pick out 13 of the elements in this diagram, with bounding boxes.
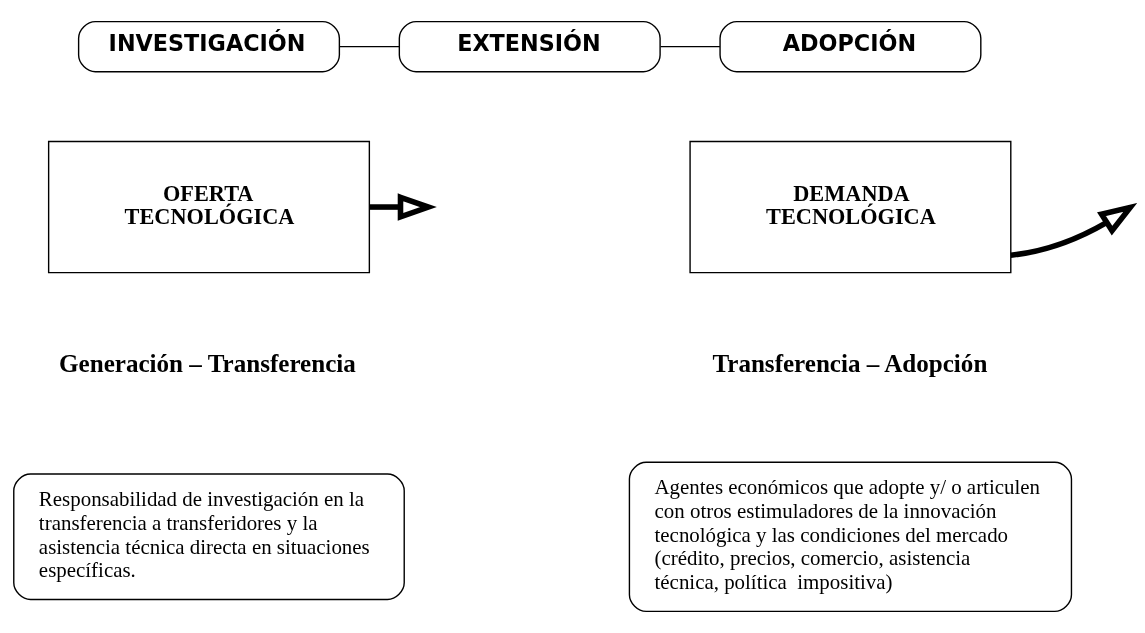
node-label: Transferencia – Adopción bbox=[712, 350, 988, 378]
arrow bbox=[369, 193, 437, 221]
arrow bbox=[1010, 202, 1137, 258]
connector bbox=[659, 46, 721, 48]
node-label: Generación – Transferencia bbox=[59, 350, 356, 378]
node-box: Agentes económicos que adopte y/ o articulen con otros estimuladores de la innovación tecnológica y las condiciones del mercado (crédito, precios, comercio, asistencia técnica, política impositiva) bbox=[628, 461, 1073, 613]
node-box: ADOPCIÓN bbox=[719, 20, 982, 73]
node-box: DEMANDA TECNOLÓGICA bbox=[689, 140, 1012, 274]
node-box: Responsabilidad de investigación en la transferencia a transferidores y la asistencia técnica directa en situaciones específicas. bbox=[13, 473, 405, 601]
node-box: EXTENSIÓN bbox=[398, 20, 661, 73]
node-box: INVESTIGACIÓN bbox=[77, 20, 341, 73]
connector bbox=[339, 46, 400, 48]
node-box: OFERTA TECNOLÓGICA bbox=[47, 140, 371, 274]
